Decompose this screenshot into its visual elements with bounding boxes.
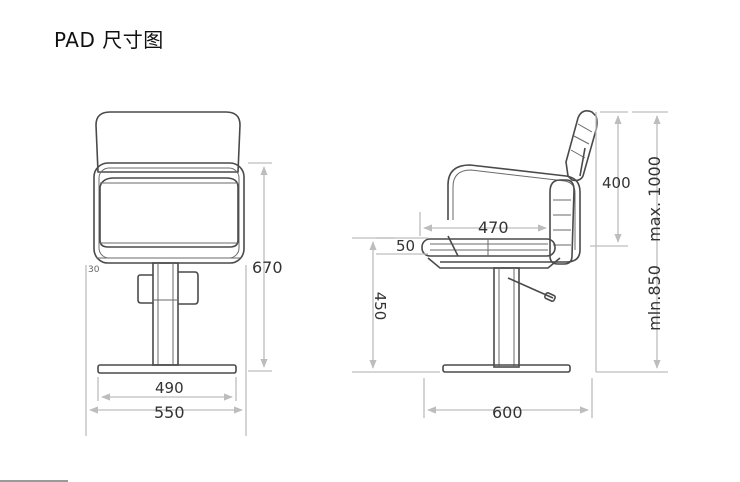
side-base: [442, 364, 571, 373]
front-backrest: [95, 111, 241, 173]
side-seat-pan: [427, 257, 561, 269]
side-backrest-upper: [565, 110, 598, 182]
label-470: 470: [478, 218, 509, 237]
front-seat-cushion: [99, 177, 239, 248]
front-view-dimensions: [85, 162, 272, 436]
side-column: [493, 267, 520, 368]
label-490: 490: [155, 379, 184, 397]
label-30: 30: [88, 265, 100, 275]
front-pedal-right: [178, 271, 199, 305]
label-50: 50: [396, 237, 415, 255]
label-min-height: mln.850: [645, 265, 664, 331]
label-400: 400: [602, 174, 631, 192]
side-view-dimensions: [352, 111, 668, 418]
label-600: 600: [492, 403, 523, 422]
label-max-height: max. 1000: [645, 156, 664, 242]
front-column: [152, 262, 179, 366]
front-pedal-left: [137, 274, 153, 304]
label-450: 450: [371, 292, 389, 321]
side-view-chair: [421, 110, 598, 373]
front-base: [97, 364, 237, 374]
page-title: PAD 尺寸图: [54, 28, 164, 52]
bottom-rule: [0, 480, 68, 482]
label-550: 550: [154, 403, 185, 422]
front-view-chair: [93, 111, 245, 374]
label-670: 670: [252, 258, 283, 277]
